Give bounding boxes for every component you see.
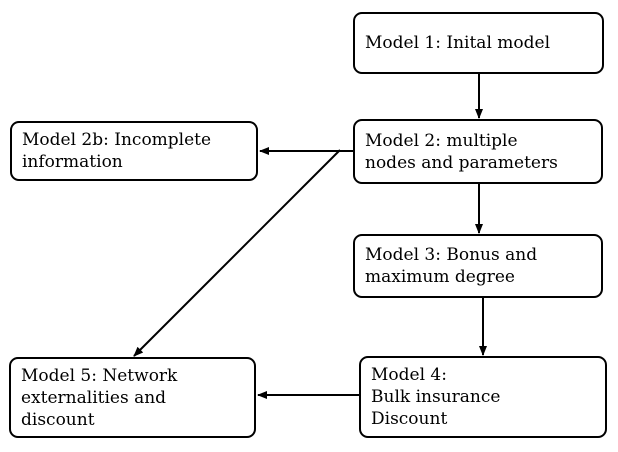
node-model-1: Model 1: Inital model	[353, 12, 604, 74]
node-model-4-line-2: Bulk insurance	[371, 387, 501, 407]
node-model-4-line-1: Model 4:	[371, 365, 447, 385]
node-model-2-line-1: Model 2: multiple	[365, 130, 518, 151]
node-model-3-label: Model 3: Bonus and maximum degree	[365, 244, 537, 288]
node-model-3-line-1: Model 3: Bonus and	[365, 245, 538, 265]
node-model-4-label: Model 4: Bulk insurance Discount	[371, 364, 500, 430]
node-model-3: Model 3: Bonus and maximum degree	[353, 234, 603, 298]
node-model-1-label: Model 1: Inital model	[365, 32, 550, 54]
node-model-2-line-2: nodes and parameters	[365, 152, 558, 173]
node-model-2b-line-2: information	[22, 152, 123, 172]
node-model-4-line-3: Discount	[371, 409, 448, 429]
node-model-5-label: Model 5: Network externalities and disco…	[21, 365, 177, 431]
arrow-model-2-to-model-5	[133, 149, 341, 357]
node-model-2b: Model 2b: Incomplete information	[10, 121, 258, 181]
node-model-5-line-3: discount	[21, 409, 95, 430]
node-model-4: Model 4: Bulk insurance Discount	[359, 356, 607, 438]
node-model-2b-label: Model 2b: Incomplete information	[22, 129, 211, 173]
node-model-5-line-2: externalities and	[21, 387, 167, 408]
node-model-2b-line-1: Model 2b: Incomplete	[22, 130, 212, 150]
node-model-5-line-1: Model 5: Network	[21, 365, 178, 386]
node-model-5: Model 5: Network externalities and disco…	[9, 357, 256, 438]
node-model-2: Model 2: multiple nodes and parameters	[353, 119, 603, 184]
node-model-2-label: Model 2: multiple nodes and parameters	[365, 130, 558, 174]
node-model-1-line-1: Model 1: Inital model	[365, 33, 551, 53]
node-model-3-line-2: maximum degree	[365, 267, 515, 287]
